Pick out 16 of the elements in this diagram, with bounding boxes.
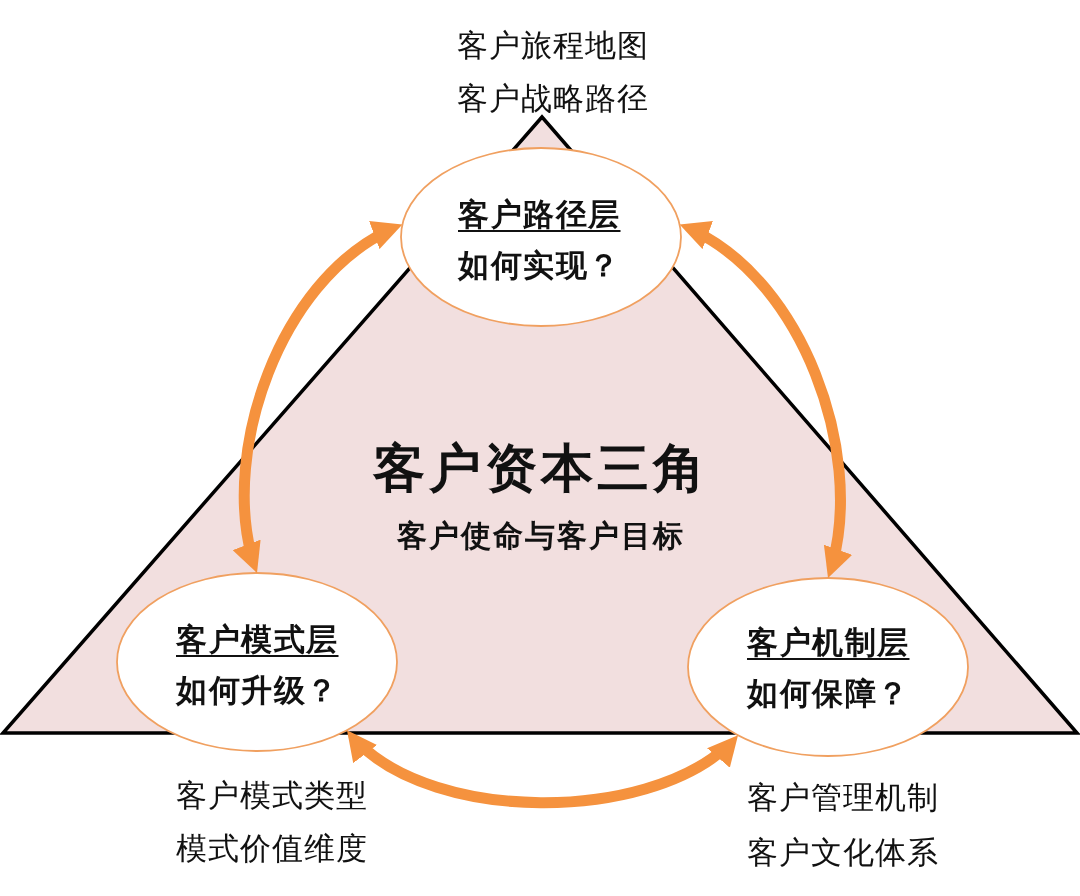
question-text: 如何实现？ — [458, 247, 621, 285]
double-arrow — [677, 219, 851, 580]
note-text: 客户模式类型 — [176, 777, 368, 815]
note-text: 客户文化体系 — [747, 834, 939, 872]
note-text: 客户战略路径 — [457, 80, 649, 118]
layer-heading: 客户机制层 — [747, 624, 910, 662]
question-text: 如何保障？ — [747, 675, 910, 713]
layer-heading: 客户模式层 — [176, 621, 339, 659]
center-subtitle: 客户使命与客户目标 — [397, 518, 685, 554]
note-text: 客户管理机制 — [747, 779, 939, 817]
double-arrow — [234, 219, 405, 575]
note-text: 模式价值维度 — [176, 830, 368, 868]
note-text: 客户旅程地图 — [457, 27, 649, 65]
layer-heading: 客户路径层 — [458, 196, 621, 234]
question-text: 如何升级？ — [176, 672, 339, 710]
center-title: 客户资本三角 — [373, 436, 709, 500]
